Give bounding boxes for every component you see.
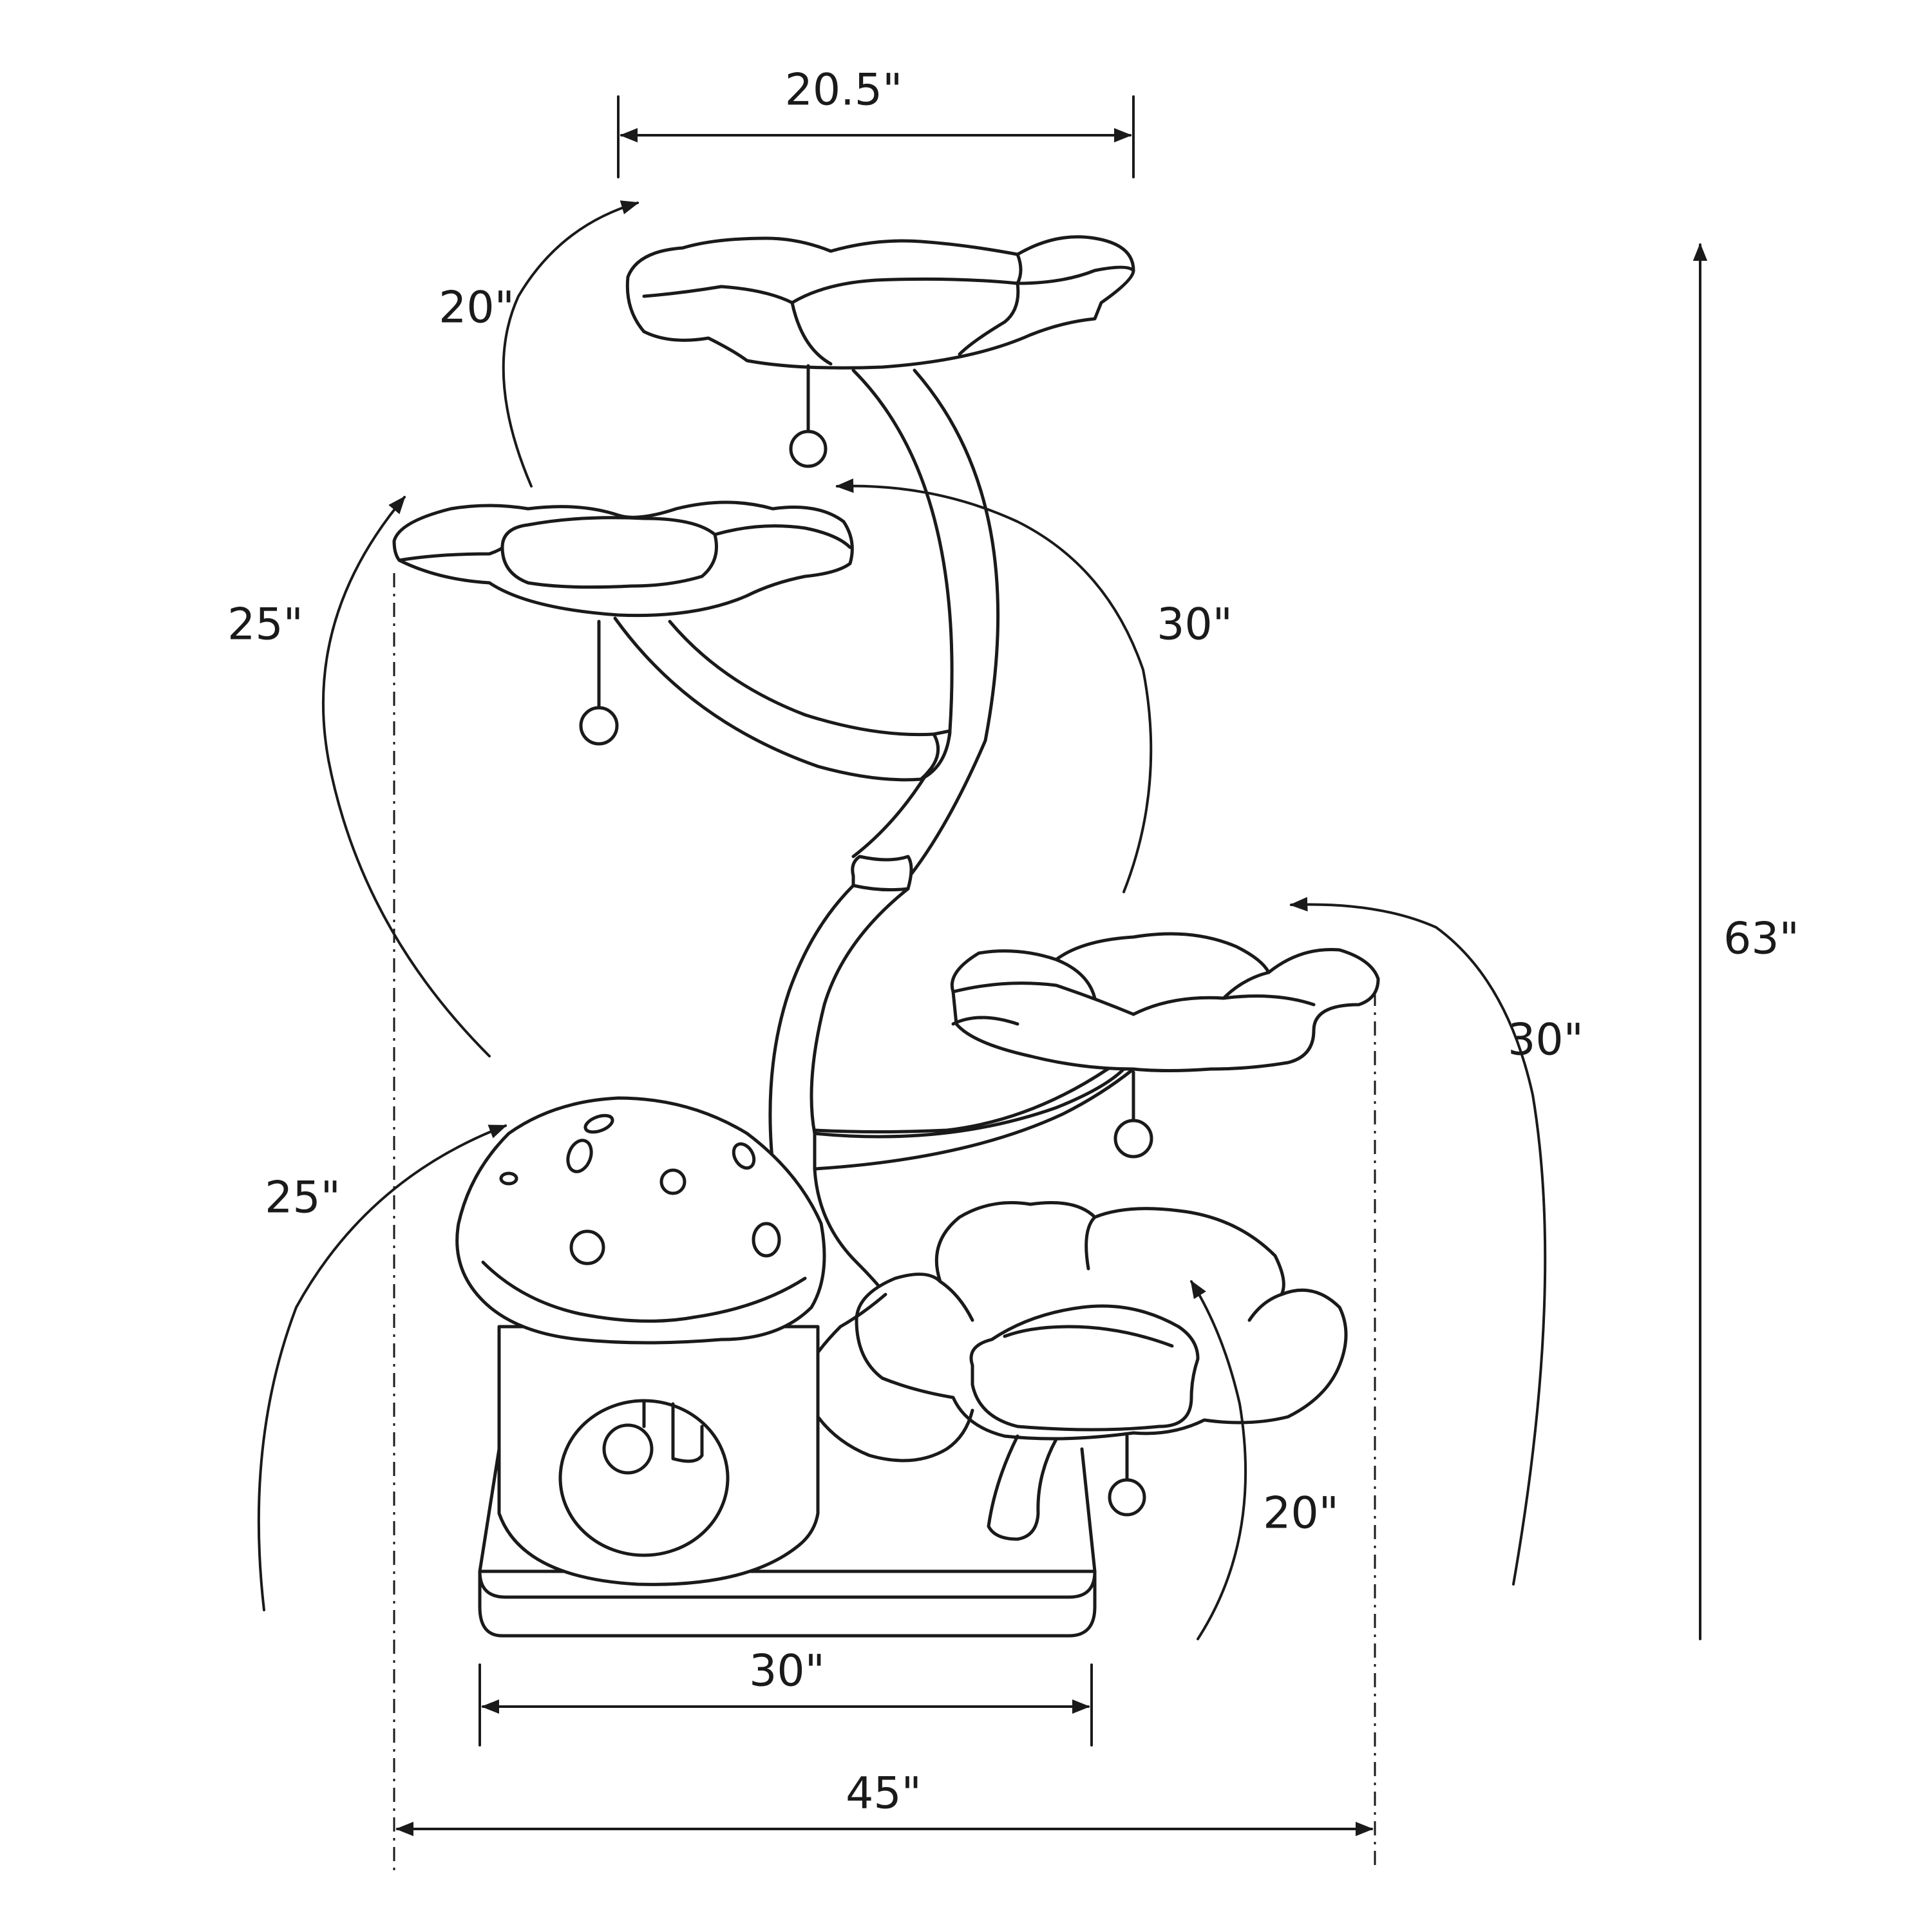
upper-left-arc-dimension: 25" xyxy=(227,495,491,1057)
upper-right-arc-label: 30" xyxy=(1157,600,1233,650)
bottom-right-arc-dimension: 20" xyxy=(1190,1280,1339,1640)
overall-height-label: 63" xyxy=(1723,914,1799,965)
bottom-right-bed xyxy=(816,1201,1348,1541)
upper-right-arc-dimension: 30" xyxy=(835,478,1233,893)
base-width-dimension: 30" xyxy=(478,1646,1093,1747)
cat-tree-drawing xyxy=(392,235,1380,1638)
middle-right-platform xyxy=(950,932,1380,1159)
top-left-arc-dimension: 20" xyxy=(439,200,639,488)
top-platform xyxy=(625,235,1135,468)
dimension-annotations: 20.5" 20" 25" 25" 30" 30" xyxy=(227,65,1799,1871)
top-left-arc-label: 20" xyxy=(439,283,515,334)
lower-left-arc-label: 25" xyxy=(265,1173,341,1224)
top-width-label: 20.5" xyxy=(785,65,903,116)
overall-width-dimension: 45" xyxy=(393,573,1376,1871)
upper-branch xyxy=(613,616,952,782)
top-width-dimension: 20.5" xyxy=(617,65,1135,178)
outer-right-arc-dimension: 30" xyxy=(1289,896,1584,1586)
middle-branch xyxy=(813,1054,1135,1171)
mushroom-house xyxy=(455,1096,826,1586)
bottom-right-arc-label: 20" xyxy=(1263,1488,1339,1539)
overall-height-dimension: 63" xyxy=(1692,243,1799,1640)
upper-left-platform xyxy=(392,500,854,746)
overall-width-label: 45" xyxy=(846,1768,922,1819)
outer-right-arc-label: 30" xyxy=(1508,1015,1584,1066)
lower-left-arc-dimension: 25" xyxy=(257,1124,507,1611)
upper-left-arc-label: 25" xyxy=(227,600,303,650)
base-width-label: 30" xyxy=(749,1646,825,1697)
